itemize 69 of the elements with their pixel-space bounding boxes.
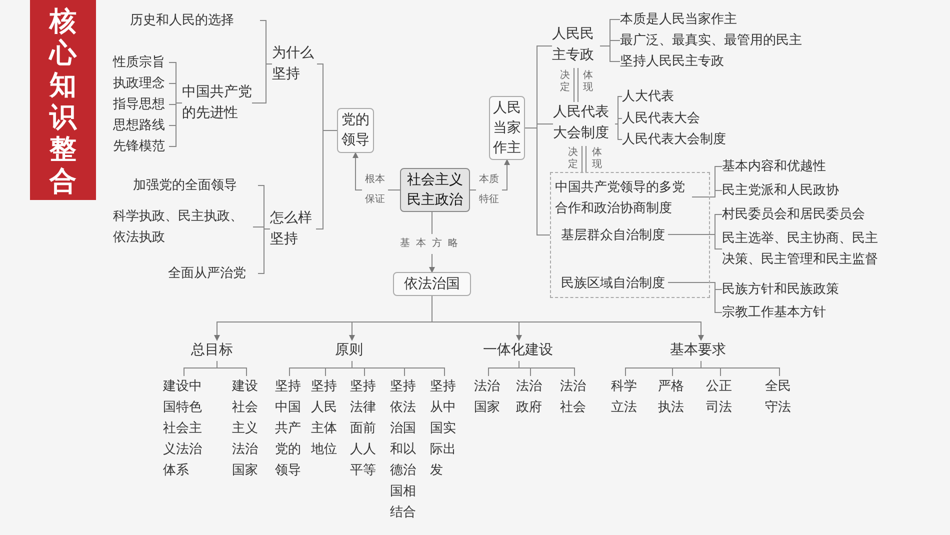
leaf-text: 坚持法律面前人人平等 [350, 376, 379, 486]
leaf-text: 坚持人民主体地位 [311, 376, 340, 486]
leaf-text: 最广泛、最真实、最管用的民主 [620, 30, 850, 51]
leaf-text: 人民代表大会 [622, 108, 732, 129]
connector-line [668, 282, 722, 313]
branch-text: 基本要求 [670, 340, 732, 361]
connector-line [600, 46, 620, 62]
leaf-text: 加强党的全面领导 [133, 175, 258, 196]
leaf-text: 坚持依法治国和以德治国相结合 [390, 376, 419, 526]
leaf-text: 法治政府 [516, 376, 545, 420]
connector-line [668, 234, 722, 250]
connector-line [258, 228, 270, 274]
leaf-text: 民主党派和人民政协 [722, 180, 872, 201]
connector-line [252, 64, 272, 104]
arrow [432, 296, 704, 341]
title-banner: 核心知识整合 [30, 0, 96, 200]
leaf-text: 指导思想 [113, 94, 169, 115]
leaf-text: 科学立法 [611, 376, 640, 420]
connector-line [614, 118, 622, 124]
edge-label: 体现 [591, 147, 603, 171]
leaf-text: 坚持从中国实际出发 [430, 376, 459, 486]
leaf-text: 法治社会 [560, 376, 589, 420]
leaf-text: 村民委员会和居民委员会 [722, 204, 902, 225]
connector-line [692, 190, 722, 198]
leaf-text: 全民守法 [765, 376, 794, 420]
connector-line [524, 128, 550, 236]
connector-line [518, 360, 575, 376]
leaf-text: 人大代表 [622, 86, 712, 107]
branch-text: 总目标 [191, 340, 243, 361]
branch-text: 民族区域自治制度 [561, 273, 669, 294]
leaf-text: 全面从严治党 [168, 263, 258, 284]
branch-text: 怎么样坚持 [270, 208, 316, 250]
dashed-group-box [550, 172, 710, 298]
branch-text: 人民民主专政 [552, 24, 600, 68]
leaf-text: 坚持人民民主专政 [620, 51, 760, 72]
leaf-text: 坚持中国共产党的领导 [275, 376, 304, 486]
leaf-text: 严格执法 [658, 376, 687, 420]
leaf-text: 建设社会主义法治国家 [232, 376, 261, 486]
branch-text: 一体化建设 [483, 340, 555, 361]
leaf-text: 思想路线 [113, 115, 169, 136]
leaf-text: 历史和人民的选择 [130, 10, 260, 31]
topic-box: 依法治国 [393, 272, 471, 296]
topic-box: 人民当家作主 [489, 96, 525, 160]
branch-text: 中国共产党的先进性 [182, 82, 252, 124]
leaf-text: 基本内容和优越性 [722, 156, 862, 177]
leaf-text: 宗教工作基本方针 [722, 302, 852, 323]
topic-box: 党的领导 [337, 108, 374, 153]
leaf-text: 人民代表大会制度 [622, 129, 762, 150]
edge-label: 决定 [559, 70, 571, 94]
branch-text: 中国共产党领导的多党合作和政治协商制度 [555, 177, 693, 219]
edge-label: 体现 [582, 70, 594, 94]
edge-label: 决定 [567, 147, 579, 171]
central-topic-box: 社会主义民主政治 [400, 168, 470, 212]
branch-text: 原则 [335, 340, 369, 361]
leaf-text: 执政理念 [113, 73, 169, 94]
leaf-text: 本质是人民当家作主 [620, 9, 760, 30]
leaf-text: 建设中国特色社会主义法治体系 [163, 376, 205, 486]
leaf-text: 民主选举、民主协商、民主决策、民主管理和民主监督 [722, 228, 882, 270]
leaf-text: 民族方针和民族政策 [722, 279, 872, 300]
leaf-text: 先锋模范 [113, 136, 169, 157]
leaf-text: 科学执政、民主执政、依法执政 [113, 206, 253, 248]
branch-text: 人民代表大会制度 [553, 102, 615, 146]
branch-text: 为什么坚持 [272, 43, 317, 85]
leaf-text: 法治国家 [474, 376, 503, 420]
leaf-text: 性质宗旨 [113, 52, 169, 73]
connector-line [614, 124, 622, 140]
branch-text: 基层群众自治制度 [561, 225, 669, 246]
connector-line [316, 130, 338, 230]
leaf-text: 公正司法 [706, 376, 735, 420]
